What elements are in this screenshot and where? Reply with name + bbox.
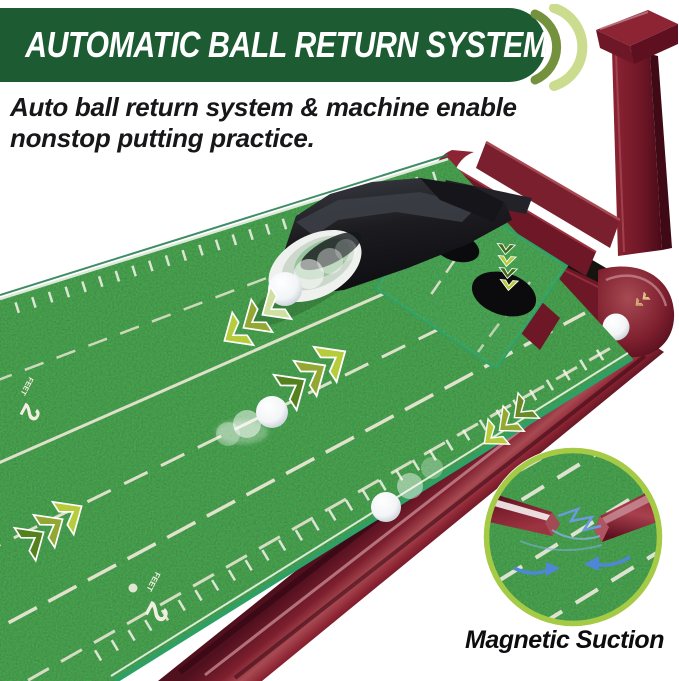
ejected-golf-ball [268, 239, 357, 306]
rolling-golf-ball [216, 396, 288, 446]
rail-segment-left [489, 490, 560, 536]
banner-title: AUTOMATIC BALL RETURN SYSTEM [25, 24, 548, 65]
magnet-arrow-left-icon [513, 562, 560, 576]
lane-line [0, 196, 478, 384]
lightning-icon [519, 506, 603, 552]
edge-ticks [93, 346, 609, 662]
hanging-post [596, 10, 678, 256]
subtitle-line-1: Auto ball return system & machine enable [10, 92, 517, 122]
lane-line [0, 311, 586, 646]
magnet-arrow-right-icon [584, 555, 631, 571]
rail-rolling-ball [371, 457, 443, 522]
aim-dot [128, 583, 138, 593]
magnetic-suction-inset [483, 447, 663, 627]
swoosh-arcs-icon [530, 4, 588, 91]
mat-edge-trim [0, 154, 634, 681]
ball-return-machine [247, 178, 532, 328]
headline-banner: AUTOMATIC BALL RETURN SYSTEM [0, 8, 548, 82]
inset-label: Magnetic Suction [465, 626, 664, 654]
subtitle-text: Auto ball return system & machine enable… [10, 92, 570, 154]
subtitle-line-2: nonstop putting practice. [10, 123, 315, 154]
inset-ring [483, 447, 663, 627]
lane-line [0, 343, 617, 681]
hole-2 [471, 271, 537, 317]
